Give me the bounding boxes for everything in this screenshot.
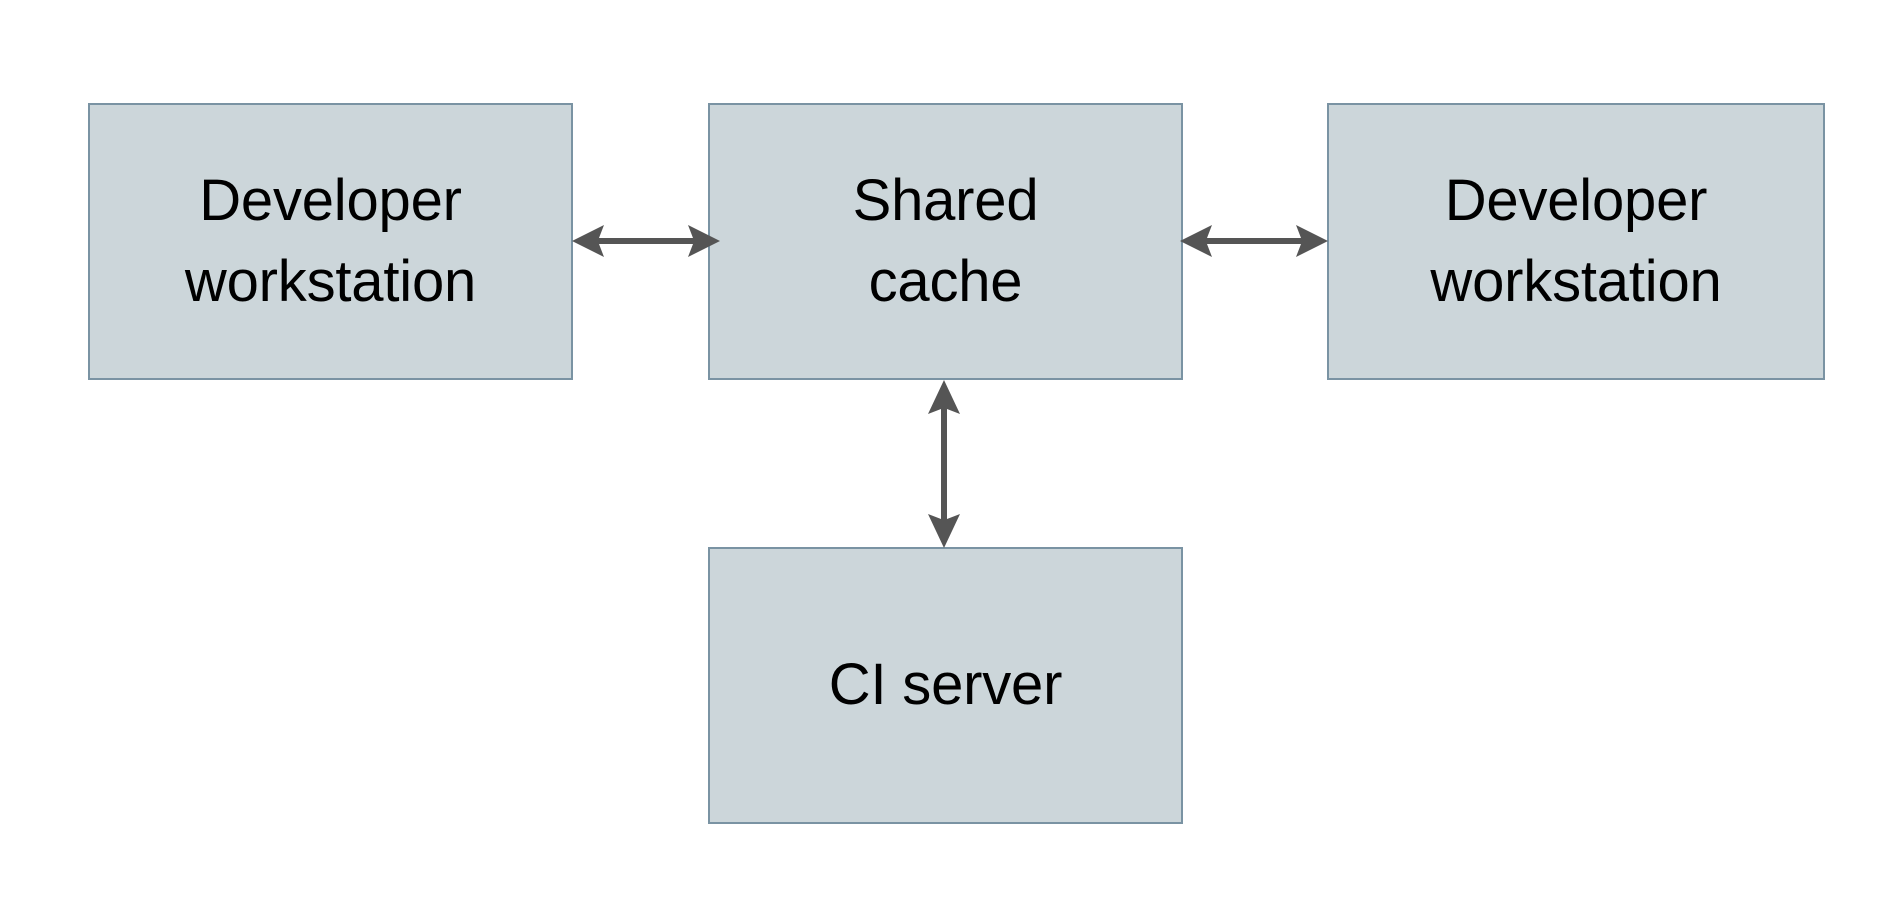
double-arrow-icon [928,380,960,548]
node-label: Shared cache [852,168,1039,314]
node-ci-server[interactable]: CI server [708,547,1183,824]
node-developer-workstation-left[interactable]: Developer workstation [88,103,573,380]
double-arrow-icon [572,225,720,257]
double-arrow-icon [1180,225,1328,257]
node-label: Developer workstation [1430,168,1722,314]
node-label: CI server [828,652,1063,718]
connector-shared-cache-to-ci-server [928,380,960,548]
connector-developer-left-to-shared-cache [572,225,720,257]
connector-shared-cache-to-developer-right [1180,225,1328,257]
node-developer-workstation-right[interactable]: Developer workstation [1327,103,1825,380]
node-shared-cache[interactable]: Shared cache [708,103,1183,380]
node-label: Developer workstation [184,168,477,314]
